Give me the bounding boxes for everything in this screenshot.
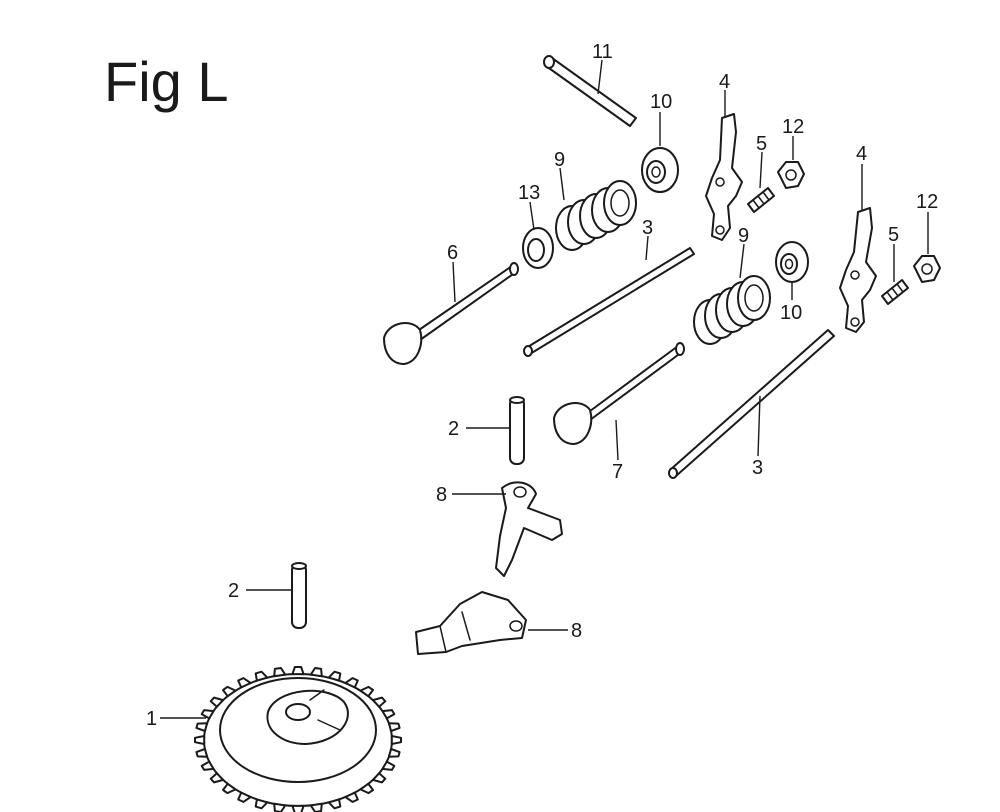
callout-12: 12 xyxy=(782,116,804,138)
gear-tooth xyxy=(291,804,305,812)
gear-tooth xyxy=(327,670,342,682)
part-8-cam-follower-upper xyxy=(495,481,563,577)
gear-tooth xyxy=(327,798,342,810)
gear-tooth xyxy=(195,748,209,758)
gear-tooth xyxy=(200,760,215,771)
callout-5: 5 xyxy=(888,224,899,246)
gear-tooth xyxy=(371,696,387,708)
callout-10: 10 xyxy=(650,91,672,113)
part-5-bolt-lower xyxy=(881,279,909,305)
callout-2: 2 xyxy=(448,418,459,440)
gear-tooth xyxy=(194,735,206,745)
gear-tooth xyxy=(273,667,287,678)
part-2-pin-lower xyxy=(291,562,307,629)
callout-3: 3 xyxy=(642,217,653,239)
gear-tooth xyxy=(254,798,269,810)
gear-tooth xyxy=(344,677,359,689)
gear-tooth xyxy=(390,735,402,745)
figure-title: Fig L xyxy=(104,50,229,113)
gear-tooth xyxy=(222,685,237,698)
part-3-push-rod-lower xyxy=(668,329,835,479)
gear-tooth xyxy=(381,709,396,720)
callout-6: 6 xyxy=(447,242,458,264)
callout-1: 1 xyxy=(146,708,157,730)
part-10-retainer-upper xyxy=(641,147,679,193)
part-2-pin-upper xyxy=(509,396,525,465)
part-9-spring-upper xyxy=(555,180,637,251)
gear-tooth xyxy=(254,670,269,682)
gear-tooth xyxy=(195,722,209,732)
gear-tooth xyxy=(344,791,359,803)
gear-tooth xyxy=(237,791,252,803)
callout-4: 4 xyxy=(719,71,730,93)
gear-tooth xyxy=(381,760,396,771)
callouts: 11 10 4 12 9 5 4 13 3 12 6 9 5 10 2 7 3 … xyxy=(146,41,938,730)
part-4-rocker-arm-upper xyxy=(705,113,743,241)
callout-2: 2 xyxy=(228,580,239,602)
callout-8: 8 xyxy=(436,484,447,506)
callout-3: 3 xyxy=(752,457,763,479)
part-12-nut-upper xyxy=(777,161,805,189)
part-1-cam-gear xyxy=(194,666,402,812)
gear-tooth xyxy=(387,722,401,732)
callout-7: 7 xyxy=(612,461,623,483)
gear-tooth xyxy=(209,696,225,708)
callout-9: 9 xyxy=(738,225,749,247)
callout-5: 5 xyxy=(756,133,767,155)
gear-tooth xyxy=(371,772,387,784)
leader-lines xyxy=(160,59,929,719)
gear-tooth xyxy=(209,772,225,784)
part-7-valve xyxy=(553,342,685,445)
callout-11: 11 xyxy=(592,41,613,63)
callout-9: 9 xyxy=(554,149,565,171)
part-13-seal xyxy=(522,227,554,269)
gear-tooth xyxy=(359,685,374,698)
part-11-pin xyxy=(543,55,637,127)
part-4-rocker-arm-lower xyxy=(839,207,877,333)
part-10-retainer-lower xyxy=(775,241,809,283)
gear-tooth xyxy=(309,667,323,678)
part-8-cam-follower-lower xyxy=(415,591,527,655)
gear-tooth xyxy=(237,677,252,689)
part-5-bolt-upper xyxy=(747,187,775,213)
gear-tooth xyxy=(387,748,401,758)
gear-tooth xyxy=(291,666,305,676)
callout-12: 12 xyxy=(916,191,938,213)
part-3-push-rod-upper xyxy=(523,247,695,357)
part-6-valve xyxy=(383,262,519,365)
part-9-spring-lower xyxy=(693,275,771,345)
callout-8: 8 xyxy=(571,620,582,642)
gear-tooth xyxy=(309,802,323,812)
callout-4: 4 xyxy=(856,143,867,165)
gear-tooth xyxy=(200,709,215,720)
callout-13: 13 xyxy=(518,182,540,204)
part-12-nut-lower xyxy=(913,255,941,283)
gear-tooth xyxy=(359,782,374,795)
callout-10: 10 xyxy=(780,302,802,324)
gear-tooth xyxy=(222,782,237,795)
gear-tooth xyxy=(273,802,287,812)
